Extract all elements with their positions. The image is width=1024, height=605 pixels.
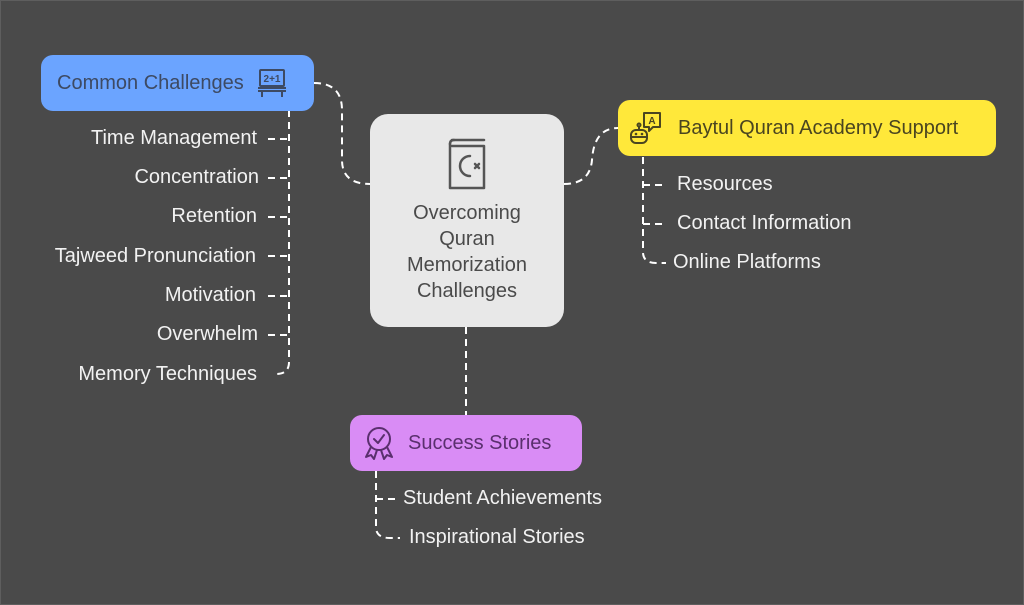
connector-academy-support	[563, 127, 619, 185]
list-item: Tajweed Pronunciation	[54, 245, 256, 267]
chatbot-support-icon: A	[628, 110, 664, 146]
list-item: Motivation	[164, 284, 256, 306]
center-title-line: Challenges	[416, 279, 518, 302]
spine-common-challenges	[275, 110, 290, 375]
branch-academy-support[interactable]: A Baytul Quran Academy Support	[618, 100, 996, 156]
list-item: Concentration	[134, 166, 259, 188]
branch-common-challenges[interactable]: Common Challenges 2+1	[41, 55, 314, 111]
list-item: Retention	[171, 205, 257, 227]
spine-academy-support	[642, 157, 666, 264]
branch-success-stories[interactable]: Success Stories	[350, 415, 582, 471]
center-node[interactable]: Overcoming Quran Memorization Challenges	[370, 114, 564, 327]
center-title-line: Overcoming	[413, 201, 521, 224]
svg-text:A: A	[648, 116, 655, 127]
chalkboard-math-icon: 2+1	[256, 68, 288, 98]
list-item: Inspirational Stories	[409, 526, 585, 548]
list-item: Online Platforms	[673, 251, 821, 273]
list-item: Overwhelm	[156, 323, 258, 345]
center-title-line: Quran	[439, 227, 495, 250]
svg-text:2+1: 2+1	[263, 74, 280, 85]
quran-book-crescent-icon	[446, 138, 488, 192]
branch-label: Baytul Quran Academy Support	[678, 116, 959, 139]
connector-common-challenges	[313, 82, 371, 185]
list-item: Time Management	[91, 127, 257, 149]
spine-success-stories	[375, 471, 400, 539]
branch-label: Common Challenges	[57, 71, 244, 94]
list-item: Resources	[677, 173, 773, 195]
list-item: Memory Techniques	[78, 363, 257, 385]
branch-label: Success Stories	[408, 431, 552, 454]
list-item: Contact Information	[677, 212, 852, 234]
list-item: Student Achievements	[403, 487, 603, 509]
award-badge-icon	[362, 425, 396, 461]
center-title-line: Memorization	[406, 253, 528, 276]
